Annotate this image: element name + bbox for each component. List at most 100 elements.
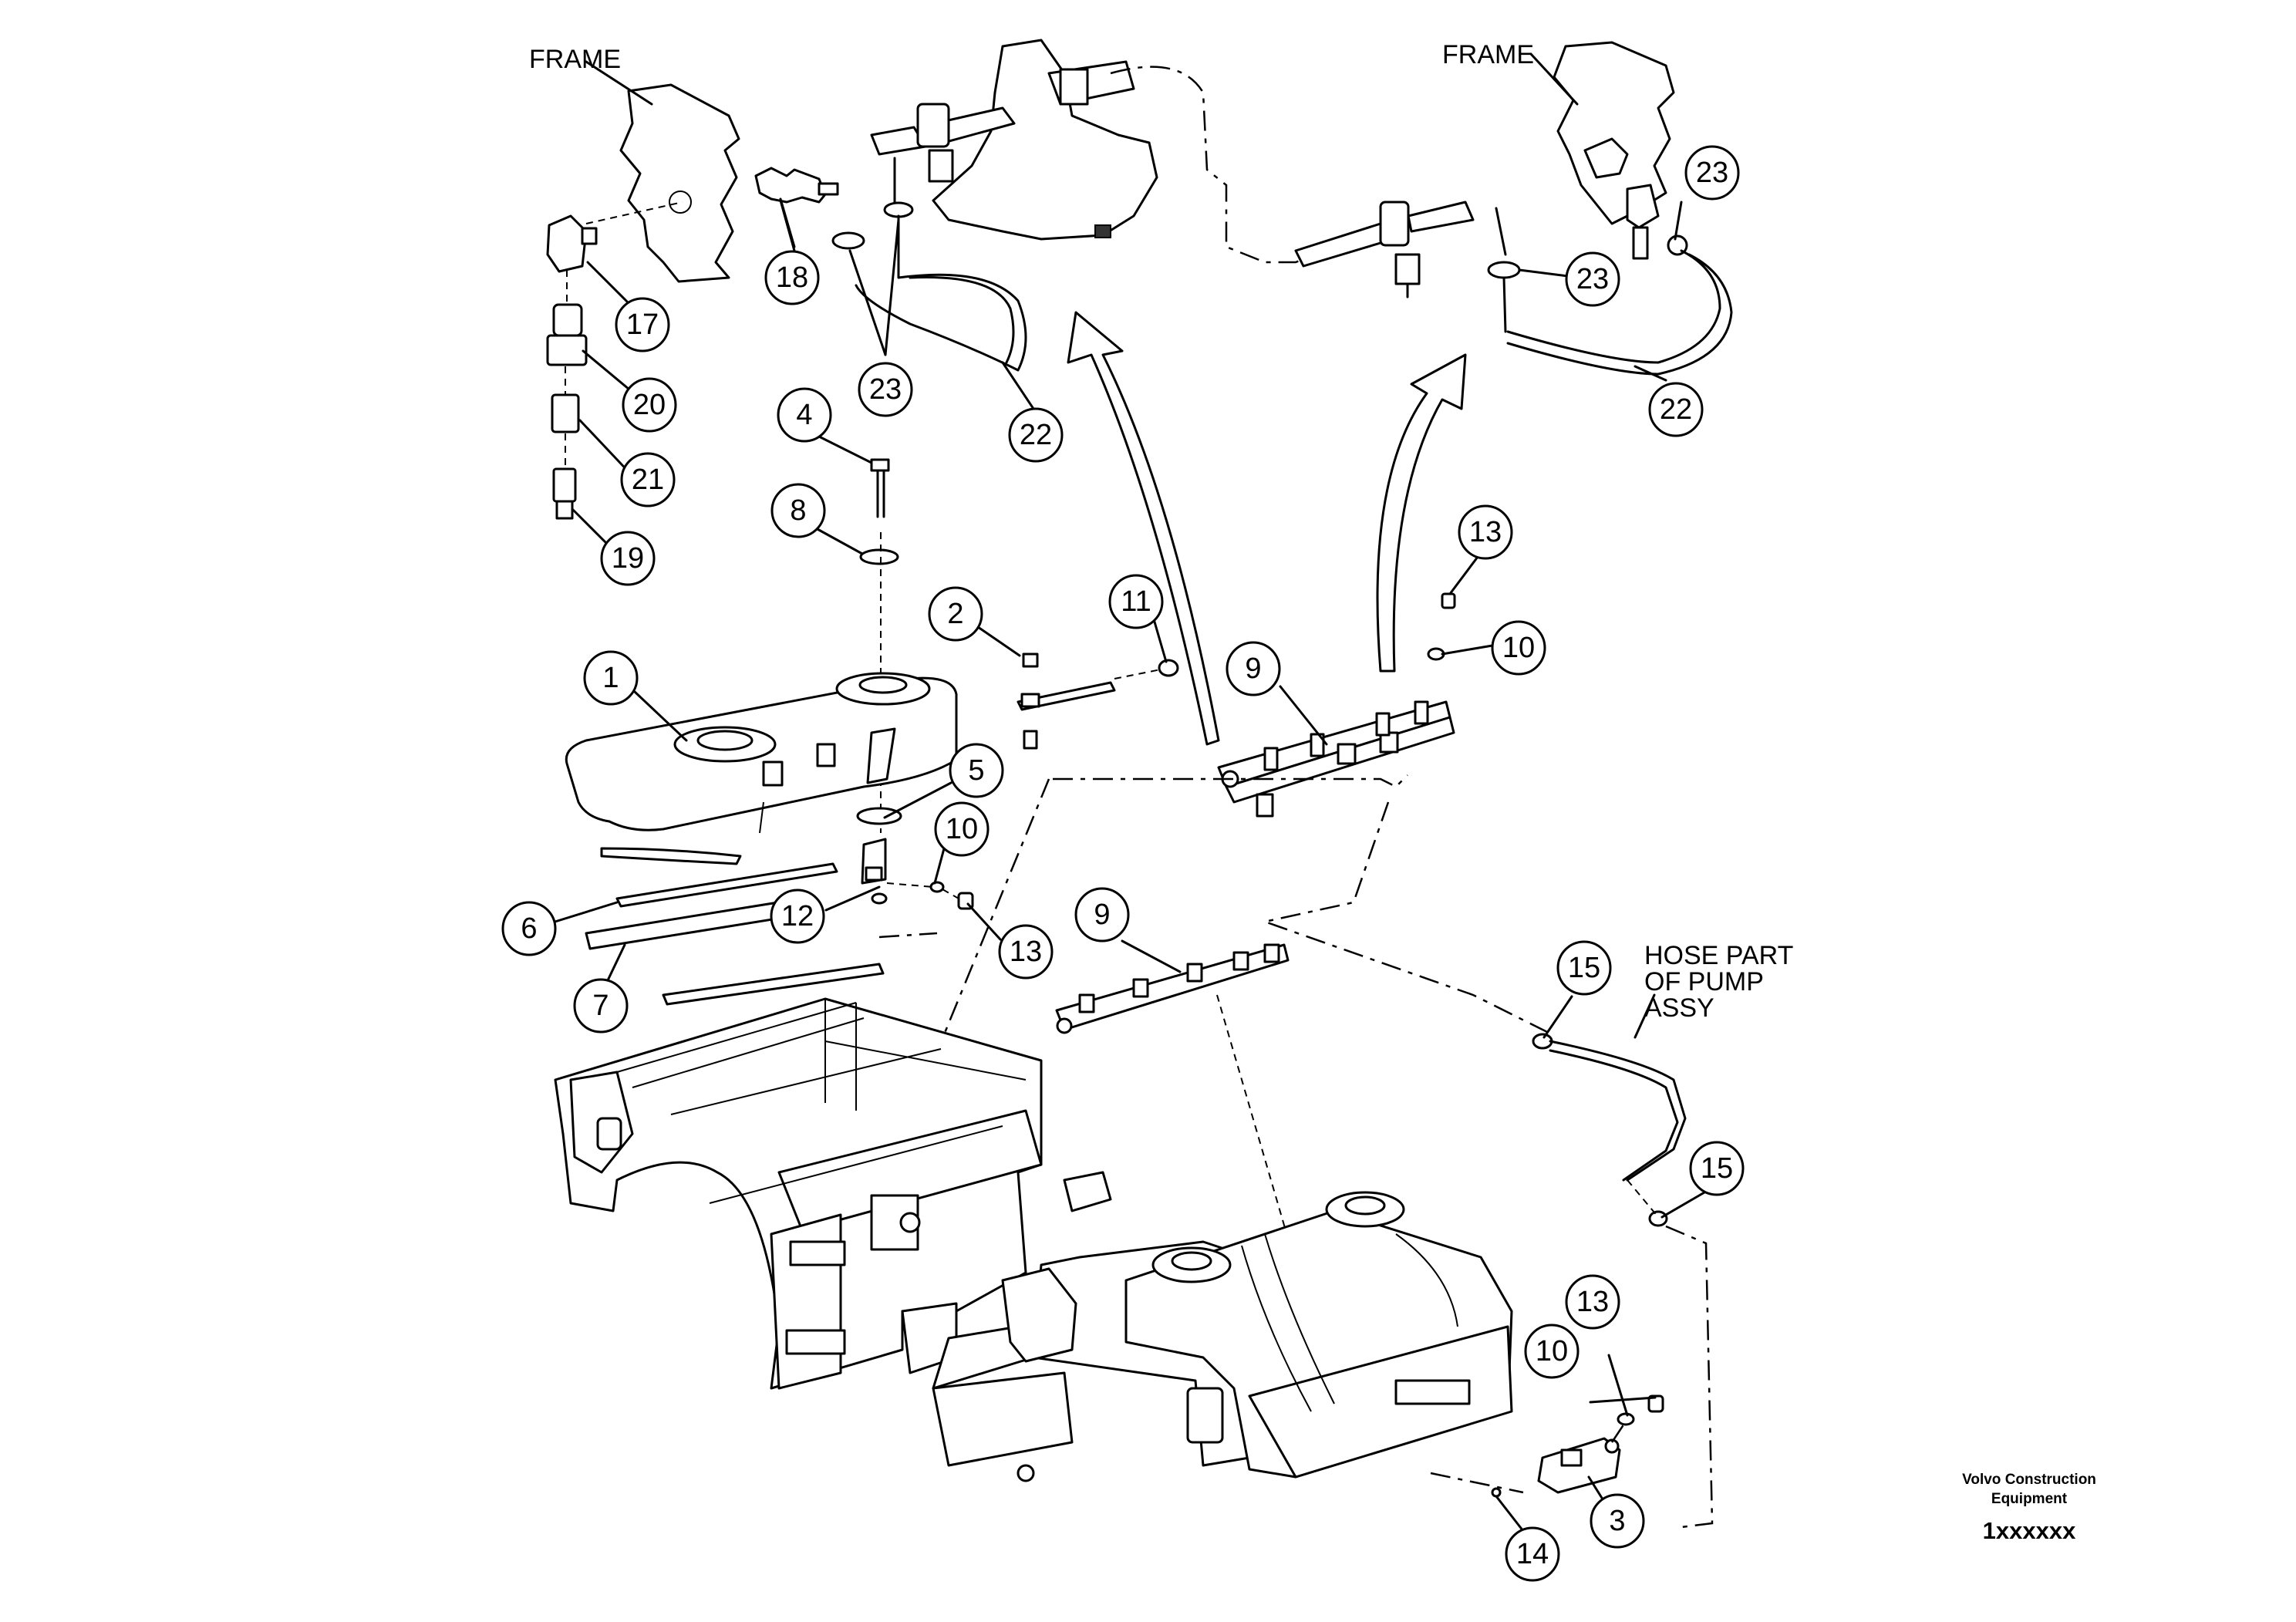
svg-text:3: 3 xyxy=(1609,1505,1625,1537)
svg-text:15: 15 xyxy=(1701,1152,1733,1185)
chassis-frame xyxy=(554,997,1112,1390)
svg-text:19: 19 xyxy=(612,542,644,575)
svg-text:11: 11 xyxy=(1121,585,1151,618)
callout-4: 4 xyxy=(777,387,832,443)
elbow-fitting-18 xyxy=(754,167,839,248)
washer-10-mid xyxy=(886,881,945,893)
brand-block: Volvo Construction Equipment 1xxxxxx xyxy=(1962,1472,2096,1544)
callout-19: 19 xyxy=(600,531,656,586)
dash-link-top xyxy=(1110,66,1312,264)
svg-text:13: 13 xyxy=(1576,1286,1609,1318)
callout-21: 21 xyxy=(620,452,676,508)
dash-strip xyxy=(878,932,938,939)
bolt-4 xyxy=(870,458,890,518)
callout-23-right-b: 23 xyxy=(1684,145,1740,201)
dash-rail-d xyxy=(1216,994,1296,1266)
washer-8 xyxy=(859,548,899,565)
svg-text:21: 21 xyxy=(632,464,664,496)
bolt-13-lower xyxy=(1647,1394,1664,1413)
svg-text:23: 23 xyxy=(1576,263,1609,295)
svg-text:22: 22 xyxy=(1660,393,1692,426)
svg-text:2: 2 xyxy=(947,598,963,630)
dash-rail-a xyxy=(1053,774,1408,788)
callout-9-upper: 9 xyxy=(1226,641,1281,696)
svg-text:5: 5 xyxy=(968,754,984,787)
connector-21 xyxy=(551,366,580,433)
svg-text:15: 15 xyxy=(1568,952,1600,984)
bracket-12 xyxy=(856,807,902,905)
callout-15-lower: 15 xyxy=(1689,1141,1745,1196)
svg-text:7: 7 xyxy=(592,990,609,1022)
bolt-13-upper xyxy=(1441,592,1456,609)
seal-strip-lower xyxy=(662,963,885,1006)
callout-15-upper: 15 xyxy=(1556,940,1612,996)
leader-lines xyxy=(546,199,1706,1509)
screw-14 xyxy=(1491,1487,1525,1533)
hose-22-right xyxy=(1487,249,1733,376)
frame-label-left: FRAME xyxy=(529,45,621,74)
svg-text:18: 18 xyxy=(776,261,808,294)
svg-text:17: 17 xyxy=(626,309,659,341)
callout-22-right: 22 xyxy=(1648,382,1704,437)
svg-text:10: 10 xyxy=(1536,1335,1568,1367)
callout-13-mid: 13 xyxy=(998,924,1054,980)
svg-text:10: 10 xyxy=(1502,632,1535,664)
svg-text:22: 22 xyxy=(1020,419,1052,451)
hose-note-line1: HOSE PART xyxy=(1644,941,1793,970)
hose-clamps-23-left xyxy=(831,201,914,250)
frame-plate-left xyxy=(585,60,740,283)
callout-20: 20 xyxy=(622,377,677,433)
seal-strip-6 xyxy=(615,862,838,908)
fuel-rail-9-upper xyxy=(1217,700,1455,818)
dash-sender xyxy=(1430,1472,1524,1494)
arrow-left xyxy=(1067,311,1220,746)
svg-text:23: 23 xyxy=(869,373,902,406)
svg-text:13: 13 xyxy=(1469,516,1502,548)
callout-13-upper: 13 xyxy=(1458,504,1513,560)
valve-assembly-top xyxy=(870,103,1016,210)
svg-text:20: 20 xyxy=(633,389,666,421)
fuel-rail-9-lower xyxy=(1055,943,1290,1034)
callout-23-left: 23 xyxy=(858,362,913,417)
svg-text:9: 9 xyxy=(1245,653,1261,685)
callout-23-right-a: 23 xyxy=(1565,251,1620,307)
callout-12: 12 xyxy=(770,889,825,944)
svg-text:12: 12 xyxy=(781,900,814,932)
svg-text:1: 1 xyxy=(602,662,619,694)
callout-11: 11 xyxy=(1108,574,1164,629)
fuel-tank xyxy=(1124,1191,1513,1479)
svg-text:10: 10 xyxy=(946,813,978,845)
washer-10-lower xyxy=(1617,1412,1635,1426)
adapter-20 xyxy=(546,270,588,366)
svg-text:8: 8 xyxy=(790,494,806,527)
dash-rail-c xyxy=(1261,801,1551,1035)
arrow-right xyxy=(1376,353,1467,673)
callout-18: 18 xyxy=(764,250,820,305)
callout-22-left: 22 xyxy=(1008,407,1064,463)
callout-10-mid: 10 xyxy=(934,801,990,857)
callout-8: 8 xyxy=(770,483,826,538)
drawing-code: 1xxxxxx xyxy=(1983,1517,2076,1544)
callout-9-lower: 9 xyxy=(1074,887,1130,943)
hose-note-line3: ASSY xyxy=(1644,993,1714,1023)
sensor-19 xyxy=(552,433,577,520)
callout-10-upper: 10 xyxy=(1491,620,1546,676)
rod-11 xyxy=(1017,659,1179,750)
callout-17: 17 xyxy=(615,297,670,352)
callout-5: 5 xyxy=(949,743,1004,798)
frame-label-right: FRAME xyxy=(1442,40,1534,69)
callout-2: 2 xyxy=(928,586,983,642)
valve-assembly-right xyxy=(1294,201,1507,298)
svg-text:13: 13 xyxy=(1010,936,1042,968)
svg-text:4: 4 xyxy=(796,399,812,431)
brand-line1: Volvo Construction xyxy=(1962,1472,2096,1488)
hose-note-line2: OF PUMP xyxy=(1644,967,1764,996)
hose-22-left xyxy=(855,214,1027,372)
callout-6: 6 xyxy=(501,901,557,956)
tank-cover-1 xyxy=(565,672,958,865)
pump-hose-15 xyxy=(1532,993,1714,1529)
callout-13-lower: 13 xyxy=(1565,1274,1620,1330)
elbow-fitting-17 xyxy=(546,214,598,273)
svg-text:14: 14 xyxy=(1516,1538,1549,1570)
